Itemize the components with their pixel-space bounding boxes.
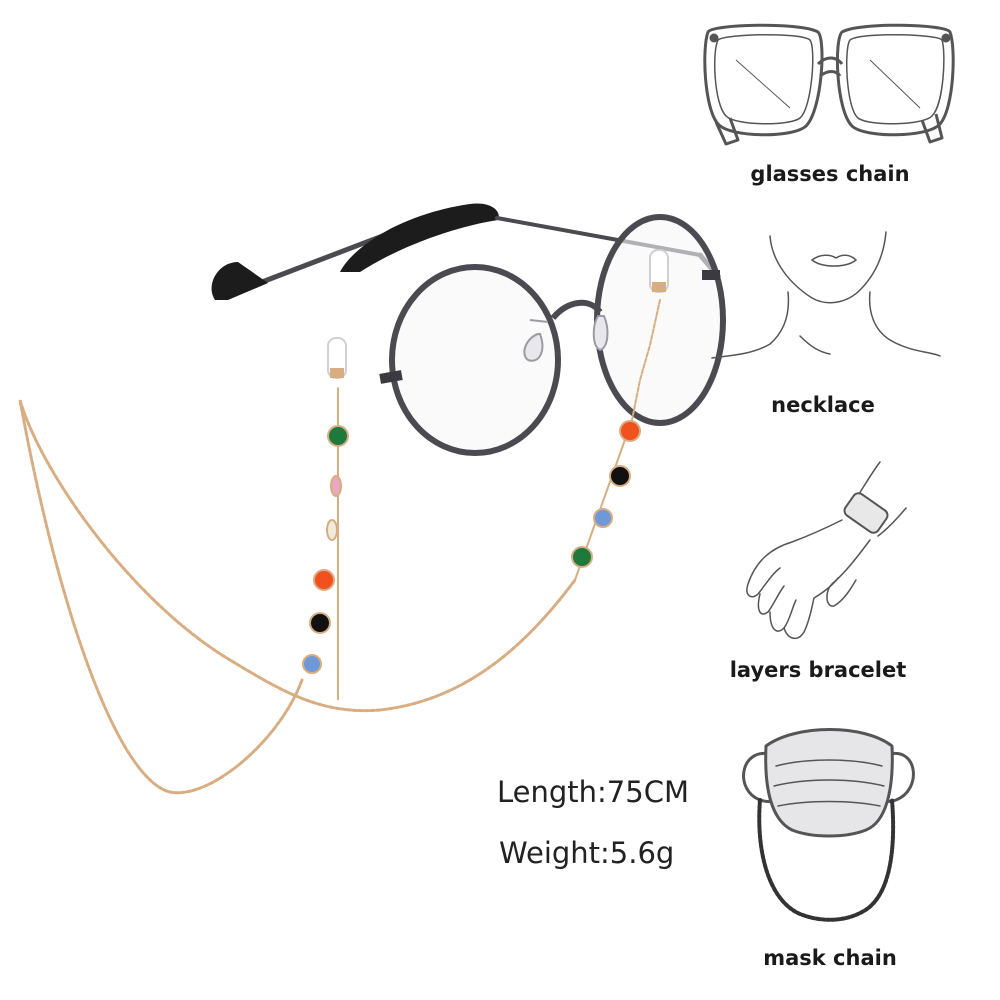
- glasses-bridge: [550, 300, 603, 321]
- glasses-temple-left: [211, 203, 499, 300]
- bracelet-hand-icon: [746, 461, 907, 640]
- mask-icon: [742, 728, 915, 922]
- label-mask-chain: mask chain: [763, 946, 897, 970]
- glasses-icon: [703, 23, 955, 146]
- spec-weight: Weight:5.6g: [499, 836, 675, 870]
- bead-strand-left: [302, 420, 349, 700]
- spec-length: Length:75CM: [497, 775, 689, 809]
- label-glasses-chain: glasses chain: [750, 162, 910, 186]
- label-layers-bracelet: layers bracelet: [729, 658, 907, 682]
- necklace-neck-icon: [711, 231, 941, 359]
- connector-left: [327, 337, 347, 379]
- glasses-nose-pads: [523, 315, 609, 362]
- label-necklace: necklace: [771, 393, 875, 417]
- bead-strand-right: [571, 419, 641, 581]
- glasses-lens-left: [389, 264, 561, 456]
- connector-right: [649, 249, 669, 293]
- gold-chain: [18, 299, 661, 795]
- glasses-product: [211, 203, 726, 456]
